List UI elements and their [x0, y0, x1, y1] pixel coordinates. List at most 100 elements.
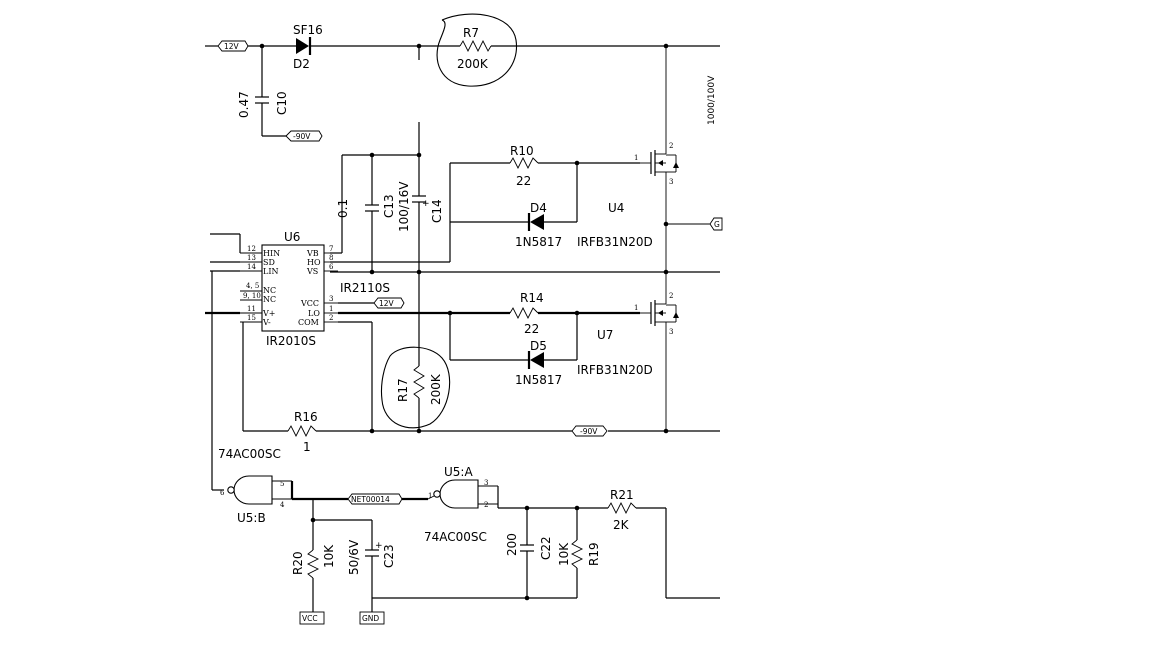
u7-pin-drain: 2 [669, 292, 673, 300]
u6-part: IR2010S [266, 334, 316, 348]
u6-pin-name: VB [306, 249, 319, 258]
r20-ref: R20 [291, 551, 305, 575]
port-right-partial [709, 217, 723, 231]
resistor-r16 [287, 424, 317, 438]
c14-ref: C14 [430, 199, 444, 223]
u6-pin-num: 8 [329, 254, 333, 262]
u7-part: IRFB31N20D [577, 363, 653, 377]
d4-part: 1N5817 [515, 235, 562, 249]
svg-text:+: + [375, 541, 383, 551]
port-minus90v-bottom [571, 425, 608, 437]
u6-pin-name: V+ [262, 309, 275, 318]
u5a-pin-in2: 2 [484, 501, 488, 509]
u6-pin-name: V- [262, 318, 271, 327]
top-rail: 12V [205, 13, 720, 87]
u6-pin-name: VCC [300, 299, 319, 308]
resistor-r20 [306, 549, 320, 579]
u5b-part: 74AC00SC [218, 447, 281, 461]
c13-value: 0.1 [336, 199, 350, 218]
port-minus90v-c10 [285, 130, 323, 142]
u5b-ref: U5:B [237, 511, 266, 525]
u6-pin-name: LIN [263, 267, 278, 276]
u6-pin-num: 12 [247, 245, 256, 253]
u6-pin-num: 1 [329, 305, 333, 313]
u7-pin-source: 3 [669, 328, 673, 336]
c10-ref: C10 [275, 91, 289, 115]
u6-pin-num: 6 [329, 263, 334, 271]
annotation-circle-r17 [380, 346, 451, 429]
c23-ref: C23 [382, 544, 396, 568]
driver-ic-u6 [240, 244, 338, 332]
c22-ref: C22 [539, 536, 553, 560]
u5a-pin-in1: 3 [484, 479, 488, 487]
nand-gate-u5b [227, 475, 292, 505]
capacitor-c10 [255, 46, 289, 137]
port-vcc [299, 611, 325, 625]
port-12v-vcc [373, 297, 405, 309]
r19-value: 10K [557, 542, 571, 566]
port-minus90v-bottom-label: -90V [580, 427, 598, 436]
u5b-pin-in2: 4 [280, 501, 285, 509]
u4-pin-drain: 2 [669, 142, 673, 150]
u4-part: IRFB31N20D [577, 235, 653, 249]
logic-wiring [290, 481, 720, 612]
c10-value: 0.47 [237, 91, 251, 118]
u4-pin-source: 3 [669, 178, 673, 186]
u6-pin-name: HO [307, 258, 321, 267]
u5a-part: 74AC00SC [424, 530, 487, 544]
u6-pin-name: NC [263, 286, 276, 295]
port-right-label: G [714, 220, 720, 229]
u6-ref: U6 [284, 230, 300, 244]
u7-ref: U7 [597, 328, 613, 342]
u6-pin-num: 14 [247, 263, 256, 271]
diode-d5 [530, 352, 544, 368]
u7-pin-gate: 1 [634, 304, 638, 312]
u5b-pin-in1: 5 [280, 480, 284, 488]
r20-value: 10K [322, 544, 336, 568]
r16-value: 1 [303, 440, 311, 454]
u6-pin-num: 15 [247, 314, 256, 322]
c22-value: 200 [505, 533, 519, 556]
r16-ref: R16 [294, 410, 318, 424]
low-side-network [287, 272, 720, 438]
d4-ref: D4 [530, 201, 547, 215]
d5-ref: D5 [530, 339, 547, 353]
port-12v-vcc-label: 12V [379, 299, 395, 308]
port-net00014-label: NET00014 [351, 495, 390, 504]
diode-d2 [296, 38, 309, 54]
mosfet-u4 [640, 46, 710, 272]
c13-ref: C13 [382, 194, 396, 218]
resistor-r17 [413, 365, 425, 399]
c23-value: 50/6V [347, 539, 361, 575]
diode-d4 [530, 214, 544, 230]
resistor-r10 [509, 156, 539, 170]
d2-part: SF16 [293, 23, 323, 37]
u6-pin-num: 13 [247, 254, 256, 262]
port-minus90v-c10-label: -90V [293, 132, 311, 141]
port-12v-top-label: 12V [224, 42, 240, 51]
u6-pin-num: 9, 10 [243, 292, 261, 300]
r10-ref: R10 [510, 144, 534, 158]
u6-pin-num: 4, 5 [246, 282, 259, 290]
high-side-network: + [330, 122, 720, 275]
r10-value: 22 [516, 174, 531, 188]
u6-pin-num: 2 [329, 314, 333, 322]
port-net00014 [347, 493, 403, 505]
r21-ref: R21 [610, 488, 634, 502]
resistor-r14 [509, 306, 539, 320]
u5a-pin-out: 1 [428, 492, 432, 500]
mosfet-u7 [640, 272, 679, 431]
u6-body [261, 244, 325, 332]
c14-value: 100/16V [397, 181, 411, 232]
resistor-r21 [607, 501, 637, 515]
annotation-circle-r7 [436, 13, 518, 87]
u6-pin-num: 11 [247, 305, 256, 313]
d2-ref: D2 [293, 57, 310, 71]
u4-pin-gate: 1 [634, 154, 638, 162]
u6-pin-num: 7 [329, 245, 333, 253]
u5b-pin-out: 6 [220, 489, 225, 497]
d5-part: 1N5817 [515, 373, 562, 387]
r19-ref: R19 [587, 542, 601, 566]
r14-value: 22 [524, 322, 539, 336]
